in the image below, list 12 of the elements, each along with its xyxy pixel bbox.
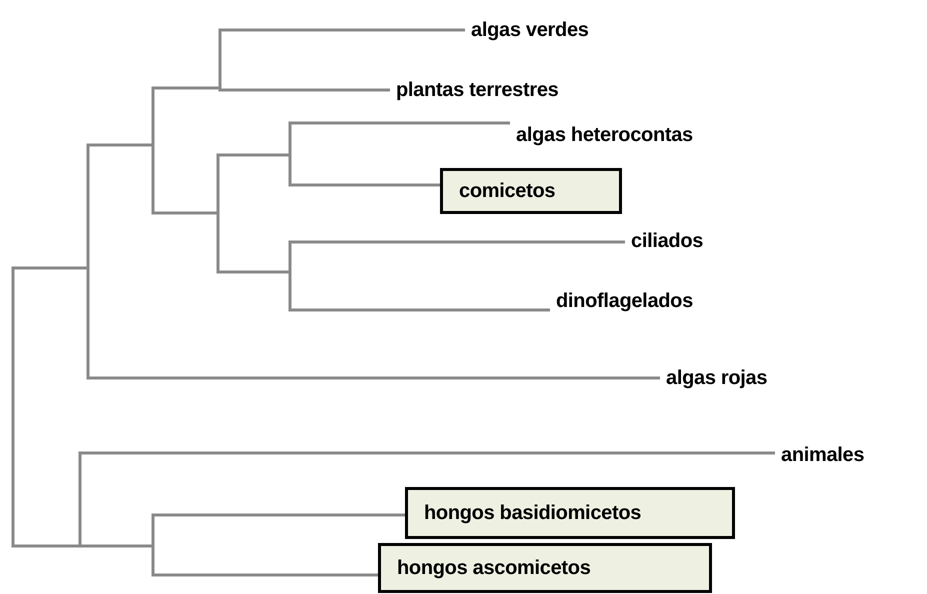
highlighted-taxon: comicetos — [440, 168, 622, 214]
tree-branch — [12, 407, 378, 576]
taxon-label: plantas terrestres — [390, 75, 558, 105]
taxon-label: animales — [775, 440, 864, 470]
taxon-label: algas heterocontas — [510, 120, 693, 150]
tree-branch — [12, 266, 660, 407]
taxon-label: algas rojas — [660, 363, 768, 393]
taxon-label: ciliados — [625, 226, 704, 256]
highlighted-taxon: hongos ascomicetos — [378, 543, 712, 593]
highlighted-taxon: hongos basidiomicetos — [405, 487, 735, 539]
taxon-label: dinoflagelados — [550, 286, 693, 316]
taxon-label: algas verdes — [465, 15, 589, 45]
